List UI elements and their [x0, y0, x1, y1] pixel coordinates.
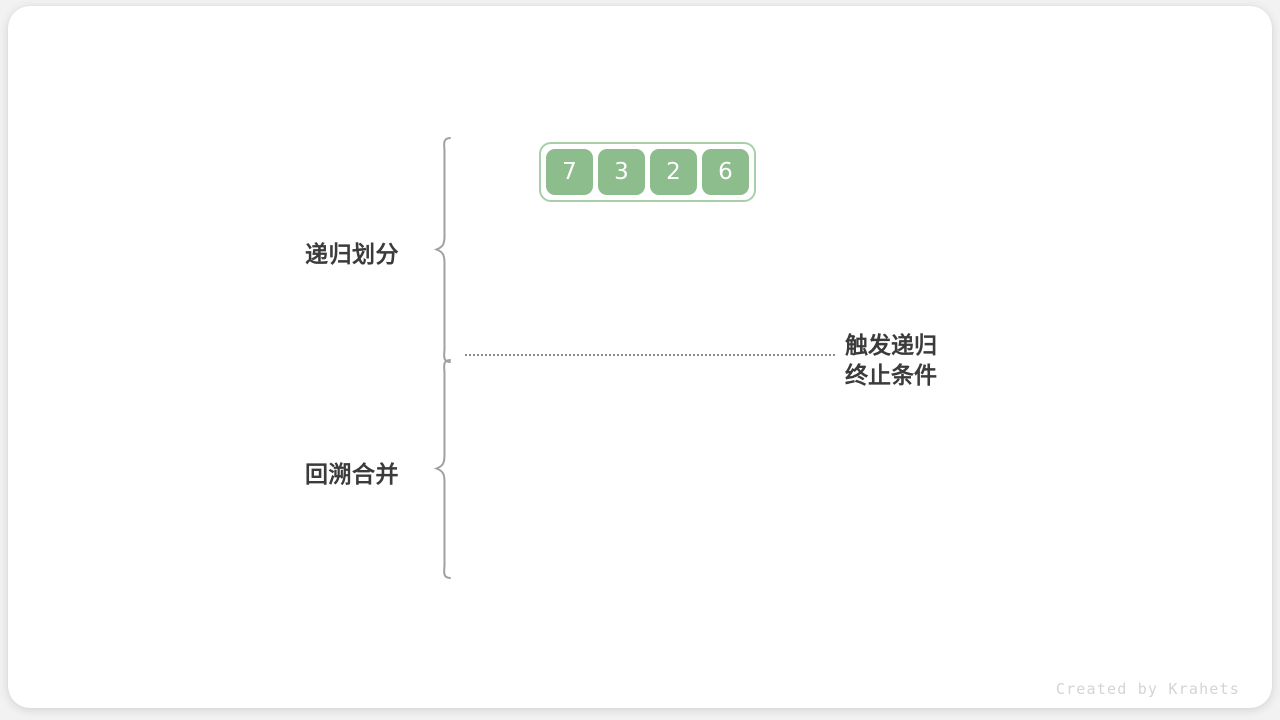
- brace-divide: [433, 137, 451, 363]
- array-cell: 6: [702, 149, 749, 195]
- label-backtrack-merge: 回溯合并: [305, 462, 399, 488]
- array-cell: 7: [546, 149, 593, 195]
- array-container: 7 3 2 6: [539, 142, 756, 202]
- note-line-2: 终止条件: [845, 363, 937, 389]
- array-cell: 2: [650, 149, 697, 195]
- recursion-boundary-line: [465, 354, 835, 356]
- note-termination-condition: 触发递归 终止条件: [845, 331, 937, 391]
- brace-merge: [433, 359, 451, 579]
- label-recursive-divide: 递归划分: [305, 242, 399, 268]
- diagram-card: [8, 6, 1272, 708]
- note-line-1: 触发递归: [845, 333, 937, 359]
- credit-text: Created by Krahets: [1055, 680, 1240, 698]
- array-cell: 3: [598, 149, 645, 195]
